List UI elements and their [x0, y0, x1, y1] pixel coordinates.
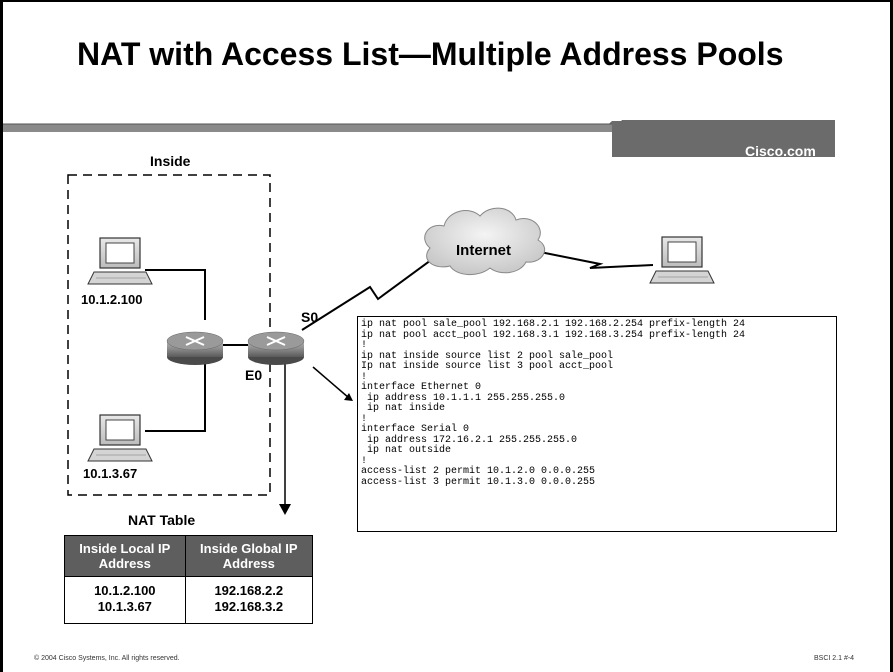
config-line: access-list 2 permit 10.1.2.0 0.0.0.255	[361, 466, 596, 477]
header-bar	[3, 120, 835, 157]
config-line: access-list 3 permit 10.1.3.0 0.0.0.255	[361, 476, 596, 488]
config-line: ip nat inside source list 2 pool sale_po…	[361, 350, 614, 362]
arrow-down	[279, 363, 291, 515]
nat-table: Inside Local IP Address Inside Global IP…	[64, 535, 314, 624]
cisco-brand: Cisco.com	[745, 143, 816, 159]
course-page-footer: BSCI 2.1 #-4	[814, 655, 855, 662]
table-cell: 10.1.3.67	[64, 599, 186, 624]
workstation-icon	[87, 237, 153, 285]
slide-border-left	[0, 0, 3, 672]
router-icon	[247, 331, 305, 365]
table-row: 10.1.2.100 192.168.2.2	[64, 576, 314, 599]
arrow-to-config	[312, 366, 353, 401]
nat-table-caption: NAT Table	[128, 512, 196, 528]
slide-title: NAT with Access List—Multiple Address Po…	[77, 36, 784, 72]
config-line: interface Serial 0	[361, 424, 470, 435]
config-line: !	[361, 340, 368, 351]
interface-e0-label: E0	[245, 367, 263, 383]
cloud-icon	[424, 207, 546, 275]
copyright-footer: © 2004 Cisco Systems, Inc. All rights re…	[34, 655, 180, 662]
inside-label: Inside	[150, 153, 191, 169]
router-icon	[166, 331, 224, 365]
router-config-listing: ip nat pool sale_pool 192.168.2.1 192.16…	[357, 316, 837, 532]
config-line: !	[361, 413, 368, 425]
config-line: ip nat inside	[361, 403, 446, 414]
config-line: ip address 10.1.1.1 255.255.255.0	[361, 392, 566, 404]
config-line: !	[361, 371, 368, 383]
table-cell: 192.168.2.2	[184, 576, 314, 599]
table-row: 10.1.3.67 192.168.3.2	[64, 599, 314, 624]
config-line: Ip nat inside source list 3 pool acct_po…	[361, 361, 614, 372]
config-line: ip nat outside	[361, 445, 452, 456]
internet-label: Internet	[456, 242, 512, 259]
interface-s0-label: S0	[301, 309, 319, 325]
host-ip-label: 10.1.3.67	[83, 466, 138, 481]
slide-border-right	[890, 0, 893, 672]
nat-table-header: Inside Global IP Address	[184, 535, 314, 577]
config-line: !	[361, 455, 368, 467]
config-line: ip address 172.16.2.1 255.255.255.0	[361, 434, 578, 446]
slide-border-top	[0, 0, 893, 2]
workstation-icon	[649, 236, 715, 284]
table-cell: 10.1.2.100	[64, 576, 186, 599]
config-line: ip nat pool acct_pool 192.168.3.1 192.16…	[361, 329, 746, 341]
host-ip-label: 10.1.2.100	[81, 292, 143, 307]
network-links	[145, 251, 654, 432]
config-line: ip nat pool sale_pool 192.168.2.1 192.16…	[361, 319, 746, 330]
nat-table-header: Inside Local IP Address	[64, 535, 186, 577]
table-cell: 192.168.3.2	[184, 599, 314, 624]
config-line: interface Ethernet 0	[361, 382, 482, 393]
inside-boundary	[67, 174, 271, 496]
workstation-icon	[87, 414, 153, 462]
